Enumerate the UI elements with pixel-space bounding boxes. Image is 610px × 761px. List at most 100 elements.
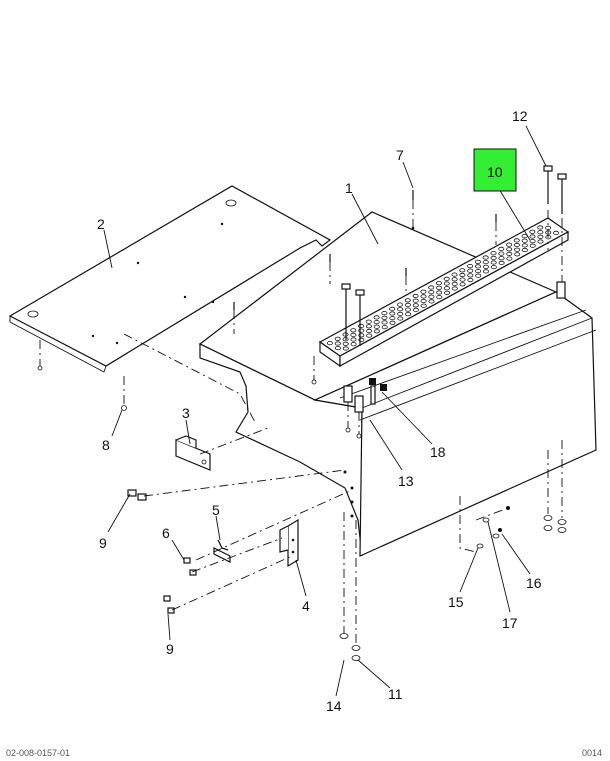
leader-lines [103, 125, 547, 697]
perforation-hole [373, 329, 380, 334]
perforation-hole [475, 273, 482, 278]
perforation-hole [389, 306, 396, 311]
step-perforations [326, 225, 560, 351]
callout-13[interactable]: 13 [398, 473, 414, 489]
perforation-hole [381, 310, 388, 316]
perforation-hole [506, 247, 513, 252]
perforation-hole [482, 255, 489, 260]
perforation-hole [467, 273, 474, 278]
perforation-hole [498, 260, 505, 265]
perforation-hole [404, 302, 411, 307]
perforation-hole [358, 328, 365, 333]
perforation-hole [342, 341, 349, 346]
part-8-nut [37, 340, 127, 411]
perforation-hole [482, 259, 489, 265]
callout-5[interactable]: 5 [212, 502, 220, 518]
callout-3[interactable]: 3 [182, 405, 190, 421]
perforation-hole [467, 263, 474, 269]
footer-right-code: 0014 [581, 748, 602, 758]
perforation-hole [397, 316, 404, 321]
callout-2[interactable]: 2 [97, 216, 105, 232]
callout-10-highlight[interactable] [473, 148, 517, 192]
perforation-hole [482, 269, 489, 274]
callout-15[interactable]: 15 [448, 594, 464, 610]
perforation-hole [412, 298, 419, 303]
perforation-hole [381, 320, 388, 325]
perforation-hole [529, 243, 536, 248]
perforation-hole [389, 315, 396, 321]
perforation-hole [389, 320, 396, 325]
perforation-hole [404, 307, 411, 312]
perforation-hole [404, 298, 411, 303]
part-10-step-tread [318, 217, 570, 368]
perforation-hole [358, 323, 365, 329]
perforation-hole [490, 251, 497, 256]
callout-6[interactable]: 6 [162, 525, 170, 541]
perforation-hole [366, 328, 373, 334]
perforation-hole [537, 239, 544, 244]
perforation-hole [420, 294, 427, 299]
callout-14[interactable]: 14 [326, 698, 342, 714]
perforation-hole [350, 332, 357, 337]
perforation-hole [521, 238, 528, 243]
perforation-hole [443, 281, 450, 286]
part-13-spacers [311, 281, 566, 439]
perforation-hole [350, 328, 357, 333]
callout-7[interactable]: 7 [396, 147, 404, 163]
callout-9b[interactable]: 9 [166, 641, 174, 657]
callout-18[interactable]: 18 [430, 444, 446, 460]
perforation-hole [412, 303, 419, 308]
perforation-hole [373, 319, 380, 325]
assembly-center-lines [123, 333, 563, 646]
callout-17[interactable]: 17 [502, 615, 518, 631]
perforation-hole [506, 242, 513, 247]
perforation-hole [412, 307, 419, 312]
perforation-hole [521, 243, 528, 248]
footer-left-code: 02-008-0157-01 [6, 748, 71, 758]
perforation-hole [475, 268, 482, 274]
perforation-hole [334, 345, 341, 351]
perforation-hole [490, 260, 497, 265]
callout-10[interactable]: 10 [487, 164, 503, 180]
perforation-hole [498, 251, 505, 256]
perforation-hole [420, 298, 427, 304]
perforation-hole [553, 230, 560, 235]
perforation-hole [443, 286, 450, 291]
perforation-hole [420, 303, 427, 308]
perforation-hole [381, 315, 388, 320]
callout-12[interactable]: 12 [512, 108, 528, 124]
perforation-hole [444, 290, 451, 295]
perforation-hole [467, 268, 474, 273]
perforation-hole [365, 319, 372, 324]
perforation-hole [405, 312, 412, 317]
callout-1[interactable]: 1 [345, 180, 353, 196]
perforation-hole [412, 293, 419, 299]
callout-9a[interactable]: 9 [99, 535, 107, 551]
callout-11[interactable]: 11 [388, 686, 403, 702]
perforation-hole [513, 238, 520, 243]
perforation-hole [365, 324, 372, 329]
part-6-9-bolts [127, 489, 197, 614]
perforation-hole [420, 289, 427, 294]
callout-4[interactable]: 4 [302, 598, 310, 614]
perforation-hole [350, 337, 357, 342]
perforation-hole [451, 277, 458, 282]
perforation-hole [459, 277, 466, 282]
perforation-hole [521, 247, 528, 253]
perforation-hole [428, 285, 435, 290]
perforation-hole [451, 286, 458, 291]
perforation-hole [459, 272, 466, 278]
perforation-hole [529, 229, 536, 234]
callout-8[interactable]: 8 [102, 437, 110, 453]
part-12-bolts [341, 165, 567, 346]
perforation-hole [506, 251, 513, 256]
perforation-hole [373, 315, 380, 320]
perforation-hole [396, 302, 403, 307]
part-7-screws [233, 190, 497, 334]
callout-16[interactable]: 16 [526, 575, 542, 591]
perforation-hole [513, 242, 520, 248]
perforation-hole [373, 324, 380, 329]
perforation-hole [474, 259, 481, 264]
perforation-hole [428, 289, 435, 295]
